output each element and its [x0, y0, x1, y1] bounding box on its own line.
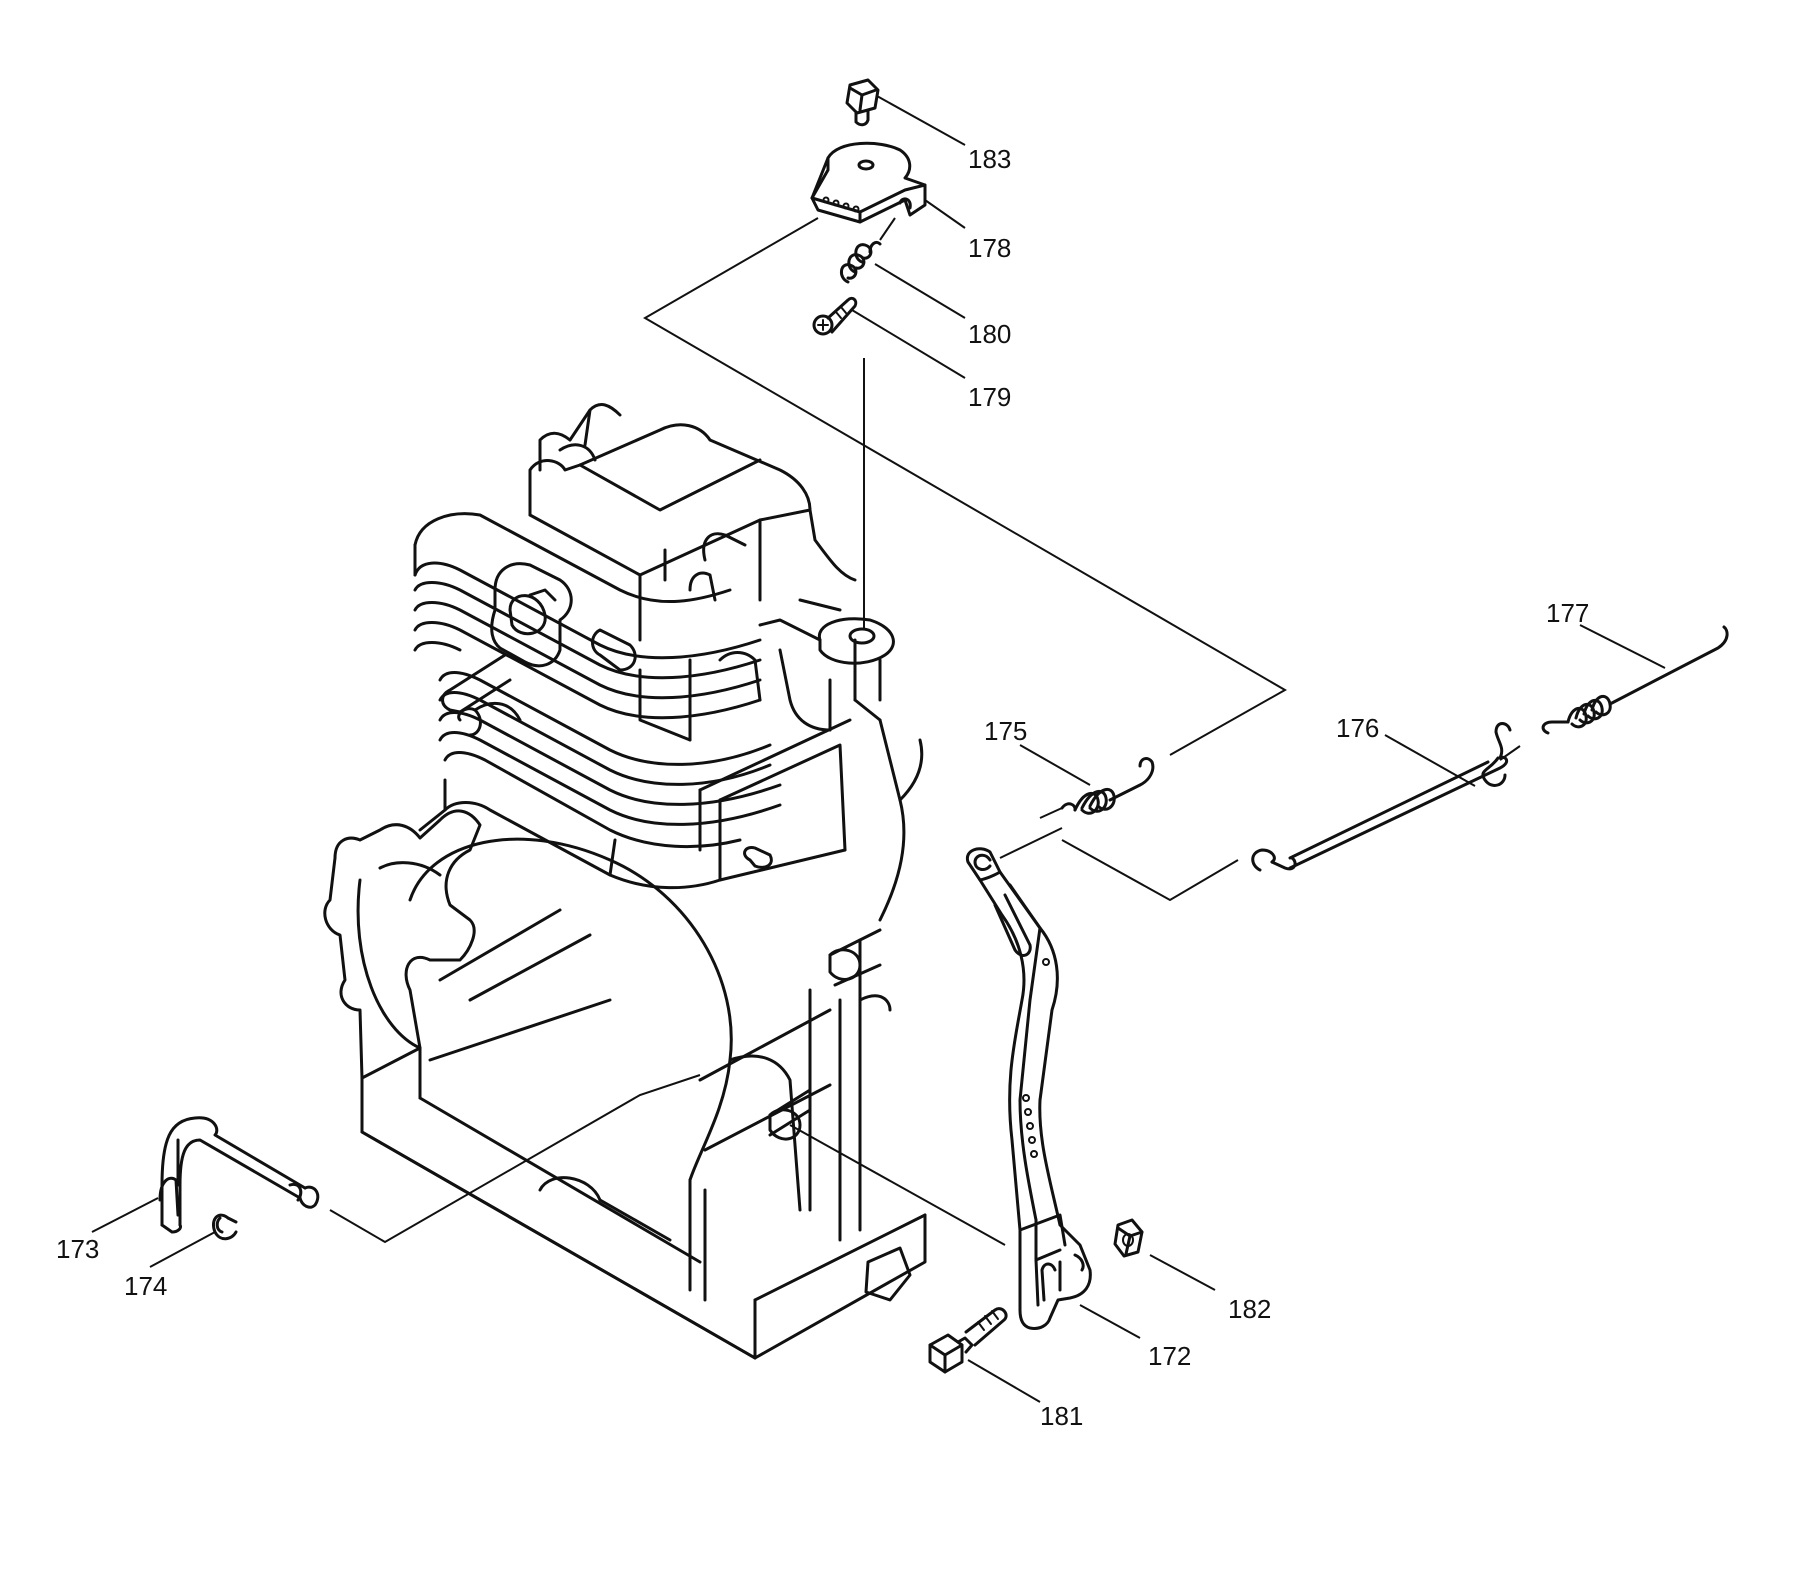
callout-182: 182: [1228, 1294, 1271, 1324]
nut-182: [1113, 1218, 1144, 1258]
assembly-lines: [329, 217, 1521, 1246]
callout-179: 179: [968, 382, 1011, 412]
rod-176: [1251, 722, 1512, 872]
clip-174: [212, 1213, 238, 1241]
governor-shaft-173: [158, 1116, 320, 1234]
bolt-183: [845, 78, 880, 127]
callout-172: 172: [1148, 1341, 1191, 1371]
bolt-181: [928, 1307, 1008, 1374]
governor-arm-172: [965, 847, 1092, 1330]
callout-178: 178: [968, 233, 1011, 263]
callout-labels: 183 178 180 179 177 175 176 173 174 182 …: [56, 144, 1589, 1431]
screw-179: [812, 296, 858, 336]
spring-180: [840, 240, 882, 284]
engine-block: [323, 403, 927, 1360]
spring-175: [1060, 757, 1155, 815]
callout-177: 177: [1546, 598, 1589, 628]
callout-leaders: [91, 95, 1666, 1403]
callout-173: 173: [56, 1234, 99, 1264]
callout-175: 175: [984, 716, 1027, 746]
callout-176: 176: [1336, 713, 1379, 743]
governor-lever-178: [810, 141, 927, 224]
spring-177: [1541, 625, 1729, 735]
callout-180: 180: [968, 319, 1011, 349]
callout-183: 183: [968, 144, 1011, 174]
callout-174: 174: [124, 1271, 167, 1301]
callout-181: 181: [1040, 1401, 1083, 1431]
